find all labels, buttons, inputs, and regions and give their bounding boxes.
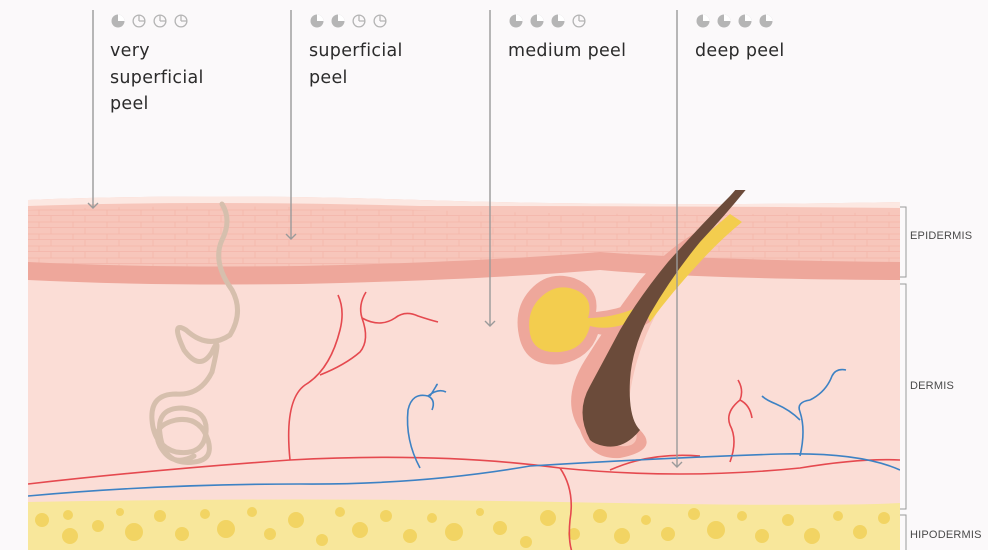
- intensity-icons-2: [310, 14, 387, 28]
- layer-label-dermis: DERMIS: [910, 380, 954, 392]
- stratum-corneum: [28, 196, 900, 208]
- intensity-empty-icon: [352, 14, 366, 28]
- fat-cells: [35, 507, 890, 548]
- intensity-empty-icon: [132, 14, 146, 28]
- intensity-filled-icon: [759, 14, 773, 28]
- intensity-icons-1: [111, 14, 188, 28]
- intensity-icons-3: [509, 14, 586, 28]
- arteries: [28, 291, 900, 550]
- intensity-filled-icon: [509, 14, 523, 28]
- peel-label-medium: medium peel: [508, 41, 627, 61]
- layer-label-epidermis: EPIDERMIS: [910, 230, 973, 242]
- intensity-filled-icon: [310, 14, 324, 28]
- sebaceous-gland: [517, 214, 742, 365]
- layer-label-hypodermis: HIPODERMIS: [910, 529, 982, 541]
- hypodermis-layer: [28, 499, 900, 550]
- intensity-empty-icon: [153, 14, 167, 28]
- intensity-filled-icon: [530, 14, 544, 28]
- intensity-empty-icon: [572, 14, 586, 28]
- intensity-empty-icon: [373, 14, 387, 28]
- dermis-layer: [28, 270, 900, 510]
- intensity-filled-icon: [696, 14, 710, 28]
- very-superficial-peel-arrow: [87, 10, 99, 209]
- intensity-empty-icon: [174, 14, 188, 28]
- penetration-arrows: [87, 10, 683, 468]
- superficial-peel-arrow: [285, 10, 297, 240]
- veins: [28, 368, 900, 497]
- medium-peel-arrow: [484, 10, 496, 327]
- intensity-filled-icon: [717, 14, 731, 28]
- intensity-filled-icon: [551, 14, 565, 28]
- intensity-filled-icon: [111, 14, 125, 28]
- peel-label-deep: deep peel: [695, 41, 785, 61]
- intensity-filled-icon: [738, 14, 752, 28]
- layer-brackets: [900, 206, 907, 550]
- intensity-filled-icon: [331, 14, 345, 28]
- hair-shaft: [582, 190, 746, 447]
- nerve-fiber: [149, 201, 240, 465]
- deep-peel-arrow: [671, 10, 683, 468]
- intensity-icons-4: [696, 14, 773, 28]
